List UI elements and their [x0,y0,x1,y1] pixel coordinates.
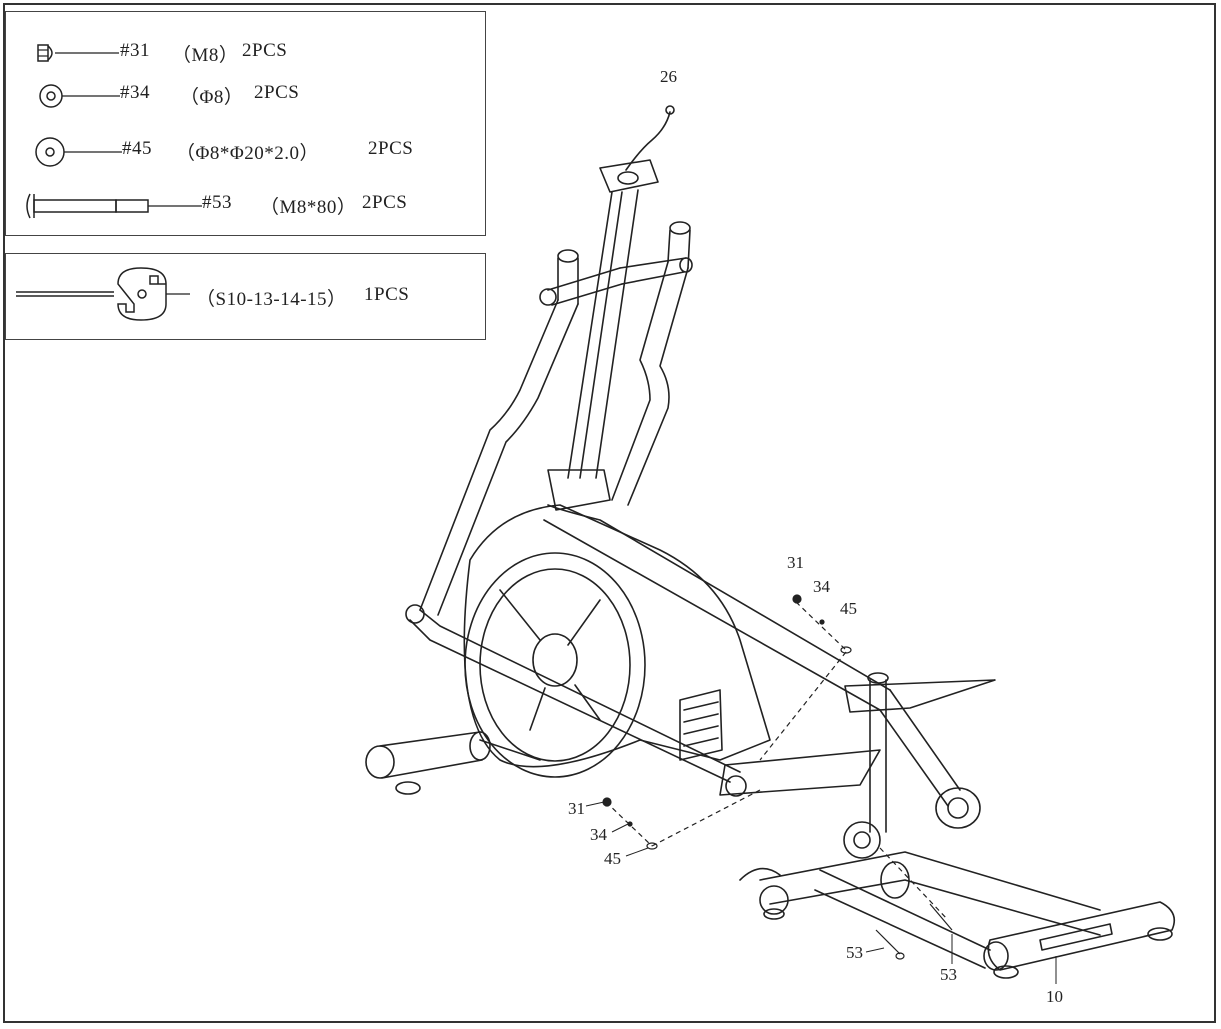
washer-34-lower [627,821,633,827]
pedal-platform [719,672,996,833]
wrench-icon [16,267,190,321]
tool-qty: 1PCS [364,284,410,305]
left-pedal-arm [405,604,747,797]
hardware-parts-legend: #31 （M8） 2PCS #34 （Φ8） 2PCS #45 （Φ8*Φ20*… [5,11,486,236]
wire-connector [665,105,675,115]
exploded-hardware [602,594,953,960]
part-qty: 2PCS [368,138,414,159]
flat-washer-icon [35,137,122,167]
diagram-frame [3,3,1216,1023]
callout-leaders [585,801,1057,984]
part-number: #45 [122,138,152,159]
part-qty: 2PCS [254,82,300,103]
nut-31-lower [602,797,612,807]
part-spec: （M8*80） [260,197,357,218]
callout-31-upper: 31 [787,553,804,572]
part-spec: （M8） [172,45,239,66]
part-spec: （Φ8*Φ20*2.0） [176,143,320,164]
tool-legend: （S10-13-14-15） 1PCS [5,253,486,340]
washer-45-lower [646,842,658,850]
bolt-icon [26,193,202,219]
callout-26: 26 [660,67,677,86]
parts-row-34: #34 （Φ8） 2PCS [6,82,485,112]
rear-base-rails [739,851,1176,979]
parts-row-53: #53 （M8*80） 2PCS [6,192,485,222]
front-stabilizer [365,731,541,795]
callout-45-lower: 45 [604,849,621,868]
roller-wheels [843,821,910,899]
part-spec: （Φ8） [180,87,244,108]
bolt-53-right [929,903,953,931]
part-qty: 2PCS [242,40,288,61]
part-number: #34 [120,82,150,103]
bolt-53-left [875,929,901,955]
part-number: #31 [120,40,150,61]
parts-row-45: #45 （Φ8*Φ20*2.0） 2PCS [6,137,485,168]
nut-icon [37,44,119,62]
callout-53-left: 53 [846,943,863,962]
handle-pivot-block [547,469,611,511]
tool-row: （S10-13-14-15） 1PCS [6,267,485,321]
right-handle-arm [611,221,693,506]
part-qty: 2PCS [362,192,408,213]
tool-spec: （S10-13-14-15） [196,289,347,310]
spring-washer-icon [39,84,120,108]
console-wire [625,111,671,171]
part-number: #53 [202,192,232,213]
main-frame-tube [543,504,981,829]
callout-45-upper: 45 [840,599,857,618]
flywheel-housing [463,504,771,778]
console-mast [567,159,659,479]
parts-row-31: #31 （M8） 2PCS [6,40,485,70]
callout-53-right: 53 [940,965,957,984]
callout-10: 10 [1046,987,1063,1006]
callout-34-lower: 34 [590,825,608,844]
callout-31-lower: 31 [568,799,585,818]
left-handle-arm [419,249,623,616]
washer-45-upper [840,646,852,654]
callout-34-upper: 34 [813,577,831,596]
nut-31-upper [792,594,802,604]
washer-34-upper [819,619,825,625]
